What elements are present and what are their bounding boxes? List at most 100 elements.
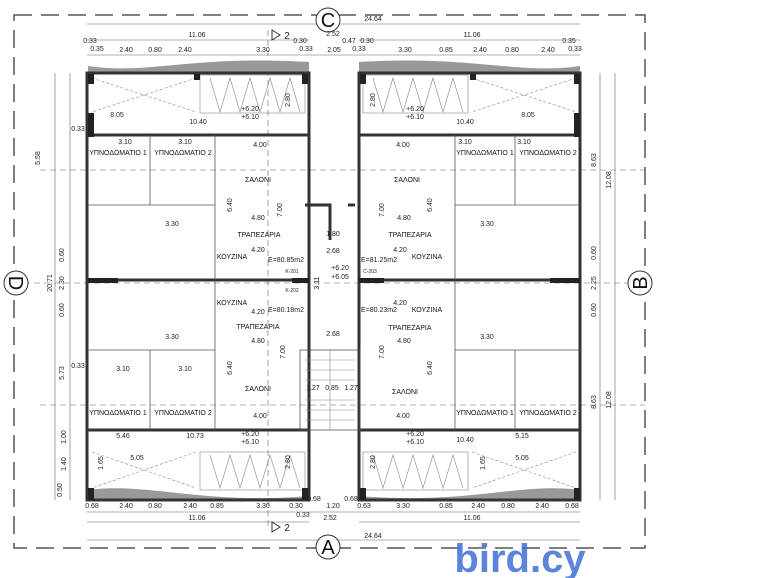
dimension-label: 3.10: [116, 366, 130, 373]
dimension-label: 0.85: [325, 385, 339, 392]
dimension-label: 5.58: [35, 151, 42, 165]
area-label: E=81.25m2: [361, 257, 397, 264]
room-labels: ΥΠΝΟΔΩΜΑΤΙΟ 1 ΥΠΝΟΔΩΜΑΤΙΟ 2 ΣΑΛΟΝΙ ΤΡΑΠΕ…: [89, 150, 577, 417]
dimension-label: 10.40: [189, 119, 207, 126]
dimension-label: 10.73: [186, 433, 204, 440]
room-kitchen: ΚΟΥΖΙΝΑ: [412, 254, 443, 261]
watermark-logo: bird.cy: [454, 537, 586, 578]
dimension-label: 0.35: [562, 38, 576, 45]
dimension-label: 3.30: [256, 47, 270, 54]
dimension-label: 2.40: [119, 47, 133, 54]
dimension-label: 1.27: [306, 385, 320, 392]
dimension-label: 1.80: [326, 231, 340, 238]
dimension-label: 5.05: [130, 455, 144, 462]
dimension-label: 0.33: [296, 512, 310, 519]
room-living: ΣΑΛΟΝΙ: [245, 386, 271, 393]
dimension-label: 5.15: [515, 433, 529, 440]
axis-label: D: [4, 276, 26, 290]
dimension-label: 0.30: [360, 38, 374, 45]
dimension-label: 12.08: [606, 391, 613, 409]
dimension-label: 5.05: [515, 455, 529, 462]
area-label: E=80.85m2: [268, 257, 304, 264]
dimension-label: 8.05: [521, 112, 535, 119]
dimension-label: 0.30: [289, 503, 303, 510]
dimension-label: 0.60: [591, 246, 598, 260]
dimension-label: 0.68: [307, 496, 321, 503]
axis-label: C: [321, 10, 335, 32]
dimension-label: 0.60: [59, 303, 66, 317]
axis-marker-b: B: [627, 270, 653, 296]
dimension-label: 4.80: [251, 215, 265, 222]
room-kitchen: ΚΟΥΖΙΝΑ: [217, 300, 248, 307]
dim-core: 2.52: [323, 515, 337, 522]
dim-half: 11.06: [189, 515, 206, 522]
level-label: +6.20: [406, 431, 424, 438]
hatched-balconies: [91, 74, 577, 491]
dimension-label: 2.80: [370, 455, 377, 469]
dimension-label: 2.80: [285, 455, 292, 469]
walls: [85, 71, 582, 502]
dimension-label: 0.85: [439, 47, 453, 54]
dimension-label: 2.40: [471, 503, 485, 510]
dimension-label: 4.00: [396, 413, 410, 420]
door-tag: K-201: [285, 269, 299, 275]
dim-half: 11.06: [464, 32, 481, 39]
annotations: E=80.85m2 E=81.25m2 E=80.18m2 E=80.23m2 …: [241, 106, 424, 446]
dimension-label: 2.80: [370, 93, 377, 107]
dimension-label: 12.08: [606, 171, 613, 189]
room-bedroom-1: ΥΠΝΟΔΩΜΑΤΙΟ 1: [456, 150, 514, 157]
dimension-label: 2.30: [59, 276, 66, 290]
dimension-label: 2.40: [541, 47, 555, 54]
room-dining: ΤΡΑΠΕΖΑΡΙΑ: [236, 324, 279, 331]
dimension-label: 7.00: [277, 203, 284, 217]
dimension-label: 6.40: [227, 198, 234, 212]
dimension-label: 0.63: [357, 503, 371, 510]
dimension-label: 3.10: [458, 139, 472, 146]
room-bedroom-1: ΥΠΝΟΔΩΜΑΤΙΟ 1: [456, 410, 514, 417]
dimension-label: 0.68: [565, 503, 579, 510]
dimension-label: 2.40: [183, 503, 197, 510]
room-dining: ΤΡΑΠΕΖΑΡΙΑ: [388, 232, 431, 239]
level-label: +6.20: [331, 265, 349, 272]
dimension-label: 0.85: [210, 503, 224, 510]
dimension-label: 3.11: [314, 276, 321, 289]
dimension-label: 20.71: [47, 274, 54, 292]
balcony-slabs: [88, 60, 580, 500]
level-label: +6.20: [406, 106, 424, 113]
dimension-texts: 24.64 24.64 11.06 11.06 11.06 11.06 2.52…: [189, 16, 481, 540]
room-kitchen: ΚΟΥΖΙΝΑ: [217, 254, 248, 261]
area-label: E=80.18m2: [268, 307, 304, 314]
dimension-label: 2.40: [178, 47, 192, 54]
dimension-label: 2.05: [327, 47, 341, 54]
dim-core: 2.52: [326, 31, 340, 38]
dimension-label: 0.33: [568, 46, 582, 53]
dimension-label: 4.20: [251, 247, 265, 254]
axis-label: A: [321, 537, 335, 559]
dimension-label: 8.05: [110, 112, 124, 119]
dim-half: 11.06: [464, 515, 481, 522]
dim-total: 24.64: [364, 16, 382, 23]
dimension-label: 2.25: [591, 276, 598, 290]
dimension-label: 8.63: [591, 395, 598, 409]
level-label: +6.10: [241, 114, 259, 121]
dimension-label: 3.10: [178, 139, 192, 146]
axis-marker-c: C: [315, 7, 341, 33]
level-label: +6.10: [406, 114, 424, 121]
dimension-label: 3.30: [396, 503, 410, 510]
dimension-label: 0.33: [352, 46, 366, 53]
room-kitchen: ΚΟΥΖΙΝΑ: [412, 307, 443, 314]
axis-marker-d: D: [3, 270, 29, 296]
dimension-lines: [14, 23, 645, 541]
dimension-label: 0.80: [148, 503, 162, 510]
dimension-label: 0.50: [57, 483, 64, 497]
level-label: +6.20: [241, 431, 259, 438]
dimension-label: 0.60: [59, 248, 66, 262]
level-label: +6.10: [241, 439, 259, 446]
dimension-label: 6.40: [427, 198, 434, 212]
dimension-label: 3.10: [118, 139, 132, 146]
dimension-label: 0.60: [591, 303, 598, 317]
level-label: +6.05: [331, 274, 349, 281]
section-label: 2: [284, 31, 290, 42]
